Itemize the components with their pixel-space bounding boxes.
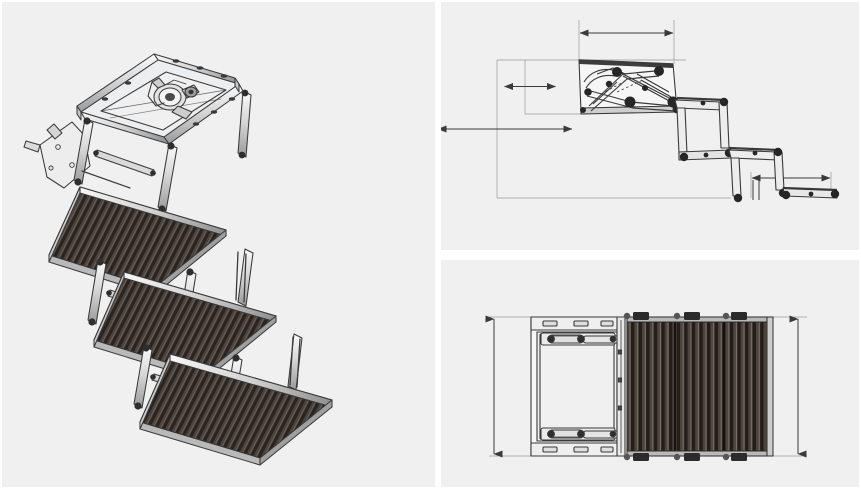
side-elevation-drawing	[441, 2, 859, 250]
isometric-drawing	[2, 2, 435, 487]
panel-plan-top-view: F C	[441, 260, 859, 487]
panel-side-elevation-view: A B E D	[441, 2, 859, 250]
panel-isometric-view	[2, 2, 435, 487]
plan-view-drawing	[441, 260, 859, 487]
